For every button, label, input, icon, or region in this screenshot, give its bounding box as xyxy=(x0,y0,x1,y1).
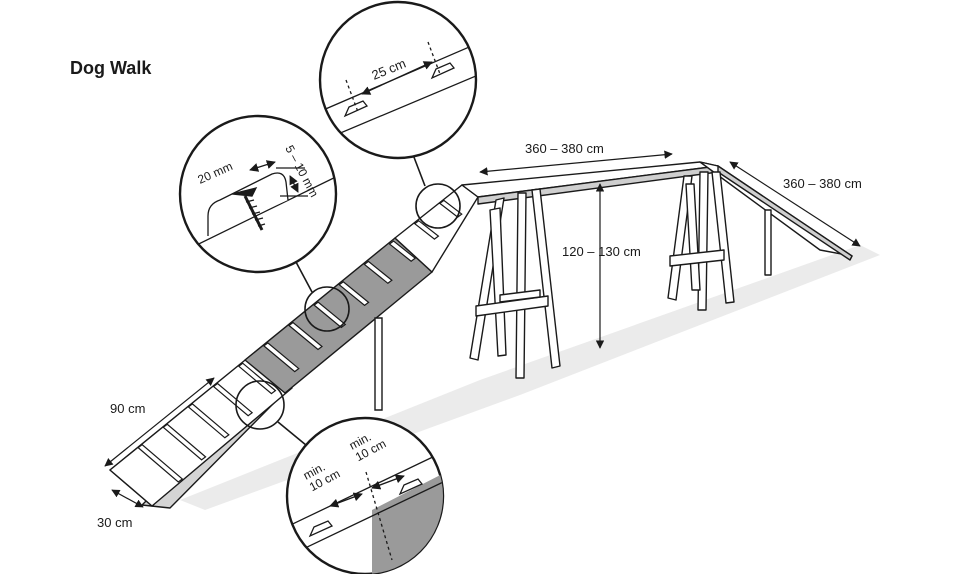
ramp-slat xyxy=(363,260,393,285)
top-plank-length-label: 360 – 380 cm xyxy=(525,141,604,156)
height-label: 120 – 130 cm xyxy=(562,244,641,259)
right-ramp-length-label: 360 – 380 cm xyxy=(783,176,862,191)
left-ramp-leg xyxy=(374,317,383,411)
diagram-title: Dog Walk xyxy=(70,58,152,78)
ramp-slat xyxy=(413,219,440,240)
ramp-slat xyxy=(388,240,417,262)
left-ramp-length-label: 90 cm xyxy=(110,401,145,416)
right-trestle xyxy=(667,171,735,311)
ramp-slat xyxy=(262,342,300,373)
ramp-slat xyxy=(438,199,463,218)
ramp-slat xyxy=(237,362,277,395)
ramp-slat xyxy=(338,281,370,307)
ramp-slat xyxy=(288,321,323,351)
width-label: 30 cm xyxy=(97,515,132,530)
left-trestle xyxy=(469,188,561,379)
top-plank xyxy=(461,161,719,205)
callout-contact-zone: min.10 cm min.10 cm xyxy=(285,416,445,574)
ramp-slat xyxy=(313,301,347,329)
dimension-lines xyxy=(104,150,861,508)
callout-slat-profile: 20 mm 5 – 10 mm xyxy=(178,114,338,274)
callout-slat-spacing: 25 cm xyxy=(318,0,478,160)
